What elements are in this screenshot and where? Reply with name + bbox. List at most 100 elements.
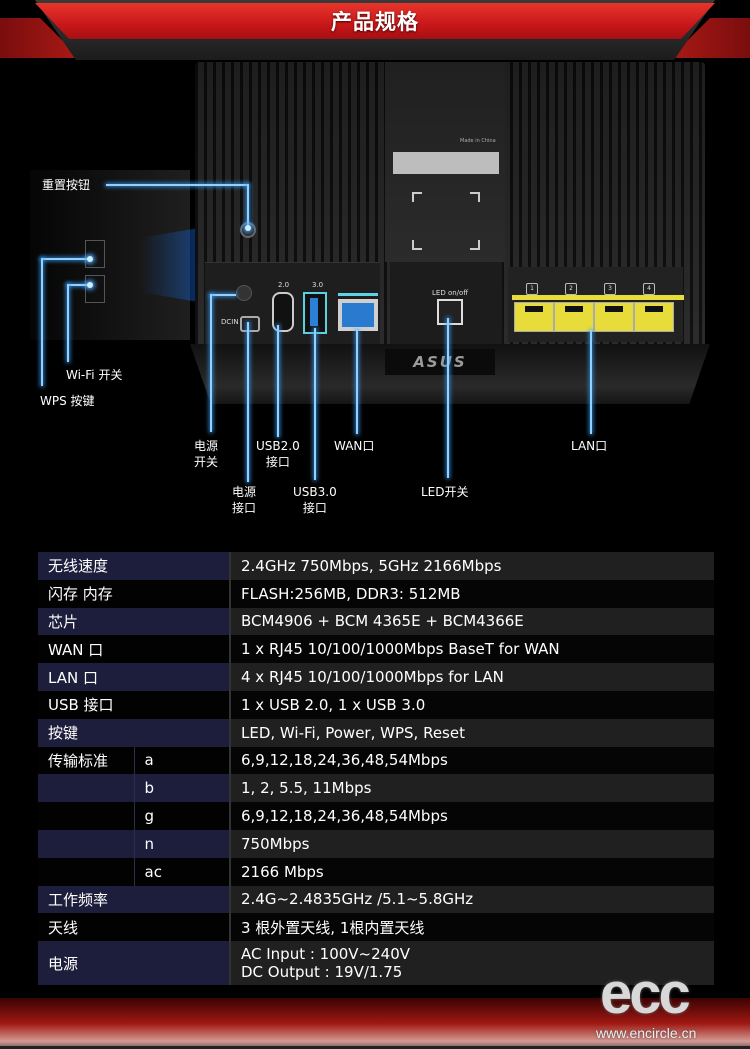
spec-value: 2.4GHz 750Mbps, 5GHz 2166Mbps bbox=[229, 552, 714, 580]
spec-label: 工作频率 bbox=[38, 885, 230, 914]
spec-value: 1, 2, 5.5, 11Mbps bbox=[229, 774, 714, 803]
leader-line bbox=[210, 294, 212, 432]
lan-number: 2 bbox=[565, 283, 577, 295]
corner-mark bbox=[470, 192, 480, 202]
lan-color-bar bbox=[512, 295, 684, 300]
leader-dot bbox=[87, 282, 93, 288]
spec-value: FLASH:256MB, DDR3: 512MB bbox=[229, 579, 714, 608]
usb3-port-label: 3.0 bbox=[312, 281, 324, 289]
leader-line bbox=[314, 328, 316, 480]
power-line: DC Output : 19V/1.75 bbox=[241, 963, 403, 982]
spec-value: 1 x RJ45 10/100/1000Mbps BaseT for WAN bbox=[229, 635, 714, 664]
setup-sticker bbox=[393, 152, 499, 174]
callout-reset-button: 重置按钮 bbox=[42, 178, 91, 192]
corner-mark bbox=[412, 192, 422, 202]
spec-sublabel: n bbox=[133, 829, 230, 858]
spec-label bbox=[38, 802, 134, 830]
callout-wan-port: WAN口 bbox=[334, 439, 375, 453]
leader-line bbox=[277, 325, 279, 437]
led-button-graphic bbox=[437, 299, 463, 325]
lan-number: 4 bbox=[643, 283, 655, 295]
lan-number: 1 bbox=[526, 283, 538, 295]
spec-label bbox=[38, 857, 134, 886]
lan-number: 3 bbox=[604, 283, 616, 295]
callout-led-switch: LED开关 bbox=[421, 485, 469, 499]
spec-value: 2166 Mbps bbox=[229, 857, 714, 886]
spec-sublabel: a bbox=[133, 746, 230, 775]
leader-line bbox=[356, 330, 358, 434]
spec-sublabel: g bbox=[133, 802, 230, 830]
lan-port-graphic bbox=[594, 302, 634, 332]
wan-color-bar bbox=[338, 293, 378, 296]
banner: 产品规格 bbox=[0, 0, 750, 62]
callout-usb2-port: USB2.0 接口 bbox=[256, 439, 300, 469]
router-back-image: Made in China ASUS bbox=[190, 62, 710, 404]
made-in-label: Made in China bbox=[460, 138, 496, 144]
lan-port-graphic bbox=[554, 302, 594, 332]
callout-wps-button: WPS 按键 bbox=[40, 394, 95, 408]
spec-label: WAN 口 bbox=[38, 635, 230, 664]
callout-lan-port: LAN口 bbox=[571, 439, 608, 453]
spec-sublabel: b bbox=[133, 774, 230, 803]
leader-line bbox=[247, 322, 249, 482]
spec-value: 4 x RJ45 10/100/1000Mbps for LAN bbox=[229, 663, 714, 691]
leader-dot bbox=[245, 225, 251, 231]
corner-mark bbox=[412, 240, 422, 250]
callout-power-switch: 电源 开关 bbox=[194, 439, 219, 469]
ecc-watermark-logo: ecc bbox=[600, 961, 691, 1026]
spec-label: 按键 bbox=[38, 718, 230, 747]
spec-value: 6,9,12,18,24,36,48,54Mbps bbox=[229, 802, 714, 830]
spec-value: 2.4G~2.4835GHz /5.1~5.8GHz bbox=[229, 885, 714, 914]
asus-logo: ASUS bbox=[385, 349, 495, 375]
wan-port-graphic bbox=[338, 299, 378, 331]
spec-label: 芯片 bbox=[38, 607, 230, 636]
leader-line bbox=[41, 258, 43, 386]
spec-label: 传输标准 bbox=[38, 746, 134, 775]
spec-value: 1 x USB 2.0, 1 x USB 3.0 bbox=[229, 690, 714, 719]
leader-line bbox=[247, 184, 249, 226]
power-line: AC Input : 100V~240V bbox=[241, 945, 411, 964]
wps-button-graphic bbox=[85, 240, 105, 268]
spec-label bbox=[38, 829, 134, 858]
callout-wifi-switch: Wi-Fi 开关 bbox=[66, 368, 123, 382]
callout-usb3-port: USB3.0 接口 bbox=[293, 485, 337, 515]
leader-line bbox=[67, 284, 69, 362]
watermark-url: www.encircle.cn bbox=[596, 1025, 697, 1041]
spec-label: LAN 口 bbox=[38, 663, 230, 691]
leader-line bbox=[210, 294, 236, 296]
wifi-switch-graphic bbox=[85, 275, 105, 303]
spec-label: 电源 bbox=[38, 941, 230, 986]
spec-value: LED, Wi-Fi, Power, WPS, Reset bbox=[229, 718, 714, 747]
spec-label: 闪存 内存 bbox=[38, 579, 230, 608]
spec-label: 无线速度 bbox=[38, 552, 230, 580]
banner-red-plate bbox=[35, 3, 715, 39]
leader-line bbox=[41, 258, 89, 260]
lan-port-graphic bbox=[634, 302, 674, 332]
led-port-label: LED on/off bbox=[432, 289, 469, 297]
spec-sublabel: ac bbox=[133, 857, 230, 886]
leader-line bbox=[590, 330, 592, 434]
spec-label: USB 接口 bbox=[38, 690, 230, 719]
usb2-port-label: 2.0 bbox=[278, 281, 290, 289]
leader-line bbox=[67, 284, 89, 286]
dcin-label: DCIN bbox=[221, 318, 239, 326]
footer-bar bbox=[0, 998, 750, 1049]
spec-label bbox=[38, 774, 134, 803]
spec-label: 天线 bbox=[38, 913, 230, 942]
power-button-graphic bbox=[236, 285, 252, 301]
